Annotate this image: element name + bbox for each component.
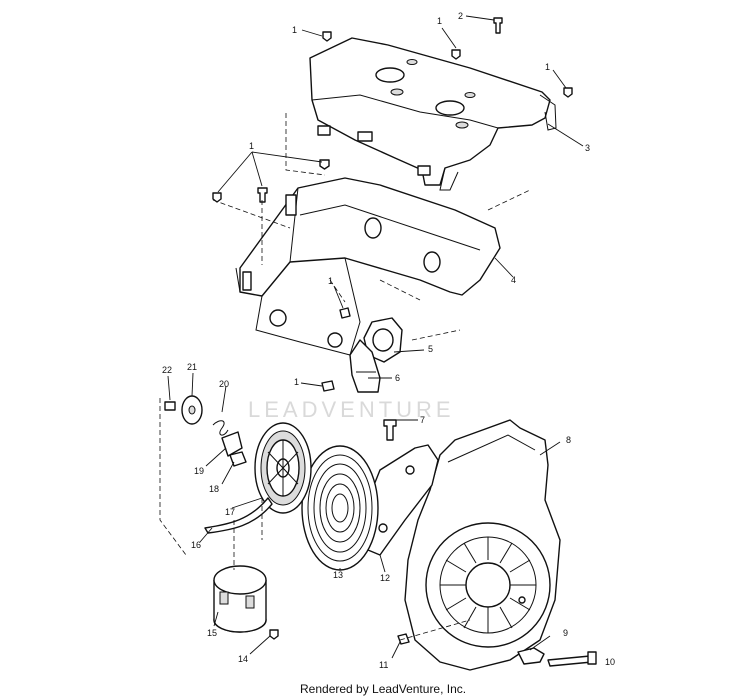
footer-credit: Rendered by LeadVenture, Inc.	[300, 682, 466, 696]
leader-lines	[167, 15, 597, 662]
callout-numbers: 1 1 2 1 1 3 4 1 5 6 1 7 8 22 21 20 19 18…	[162, 11, 615, 670]
callout-1: 1	[249, 141, 254, 151]
bracket-frame-part	[235, 177, 501, 356]
callout-1: 1	[545, 62, 550, 72]
callout-8: 8	[566, 435, 571, 445]
callout-5: 5	[428, 344, 433, 354]
callout-1: 1	[294, 377, 299, 387]
callout-6: 6	[395, 373, 400, 383]
pawl-parts	[212, 420, 247, 467]
center-bolt-part	[164, 401, 176, 411]
callout-1: 1	[292, 25, 297, 35]
callout-1: 1	[437, 16, 442, 26]
callout-17: 17	[225, 507, 235, 517]
bolt-parts	[212, 17, 573, 392]
callout-7: 7	[420, 415, 425, 425]
callout-16: 16	[191, 540, 201, 550]
callout-3: 3	[585, 143, 590, 153]
housing-vents	[440, 537, 536, 633]
callout-19: 19	[194, 466, 204, 476]
bolt-7-part	[383, 419, 397, 441]
starter-cup-part	[213, 565, 267, 633]
callout-9: 9	[563, 628, 568, 638]
callout-14: 14	[238, 654, 248, 664]
recoil-spring-part	[301, 445, 379, 571]
starter-pulley-part	[254, 422, 312, 514]
top-cover-part	[309, 37, 557, 191]
callout-21: 21	[187, 362, 197, 372]
watermark-text: LEADVENTURE	[248, 397, 455, 422]
gasket-part	[363, 317, 403, 363]
support-part	[349, 339, 381, 393]
callout-1: 1	[328, 276, 333, 286]
callout-11: 11	[379, 660, 388, 670]
callout-4: 4	[511, 275, 516, 285]
callout-2: 2	[458, 11, 463, 21]
callout-18: 18	[209, 484, 219, 494]
bolt-10-part	[547, 655, 593, 667]
fan-housing-part	[404, 419, 561, 671]
assembly-lines	[159, 113, 531, 641]
callout-13: 13	[333, 570, 343, 580]
bracket-9-part	[517, 647, 545, 665]
callout-22: 22	[162, 365, 172, 375]
callout-20: 20	[219, 379, 229, 389]
callout-12: 12	[380, 573, 390, 583]
callout-15: 15	[207, 628, 217, 638]
callout-10: 10	[605, 657, 615, 667]
